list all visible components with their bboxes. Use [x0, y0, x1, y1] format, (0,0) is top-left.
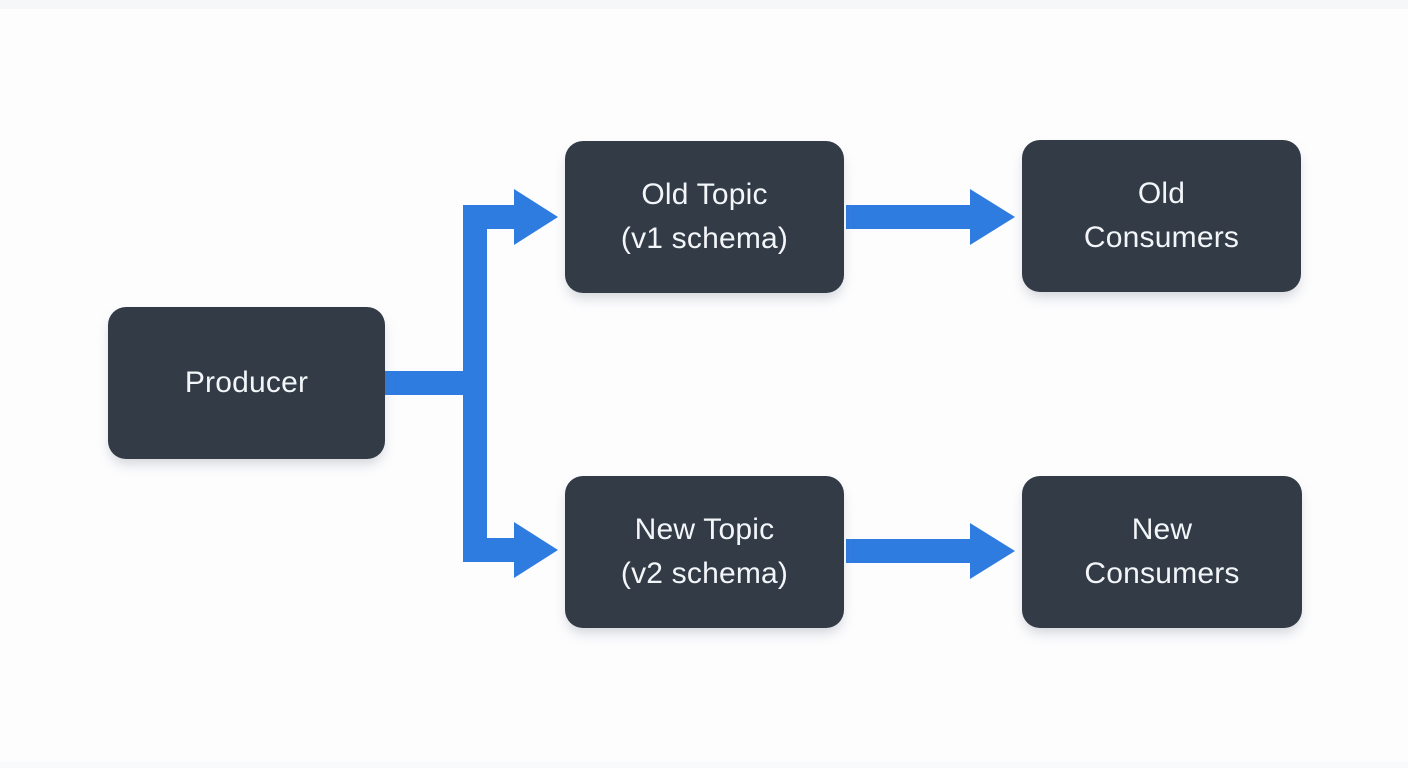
- arrow-shaft: [846, 539, 974, 563]
- top-edge-artifact: [0, 0, 1408, 9]
- branch-bottom-arm-segment: [463, 538, 516, 562]
- arrow-shaft: [846, 205, 974, 229]
- node-producer-label: Producer: [184, 366, 309, 399]
- node-old-topic-label: Old Topic (v1 schema): [620, 178, 789, 255]
- old-topic-to-old-consumers-arrow: [846, 189, 1015, 245]
- branch-trunk-segment: [463, 205, 487, 562]
- node-producer: Producer: [108, 307, 385, 459]
- node-old-topic: Old Topic (v1 schema): [565, 141, 844, 293]
- branch-bottom-arrowhead-icon: [514, 522, 558, 578]
- node-new-consumers: New Consumers: [1022, 476, 1302, 628]
- bottom-edge-artifact: [0, 762, 1408, 768]
- right-arrowhead-icon: [970, 189, 1015, 245]
- producer-branch-arrow: [385, 189, 558, 578]
- branch-top-arm-segment: [463, 205, 516, 229]
- node-old-consumers: Old Consumers: [1022, 140, 1301, 292]
- node-new-topic: New Topic (v2 schema): [565, 476, 844, 628]
- branch-top-arrowhead-icon: [514, 189, 558, 245]
- branch-stub-segment: [385, 371, 465, 395]
- new-topic-to-new-consumers-arrow: [846, 523, 1015, 579]
- node-new-consumers-label: New Consumers: [1084, 513, 1240, 590]
- right-arrowhead-icon: [970, 523, 1015, 579]
- node-old-consumers-label: Old Consumers: [1083, 177, 1240, 254]
- node-new-topic-label: New Topic (v2 schema): [620, 513, 789, 590]
